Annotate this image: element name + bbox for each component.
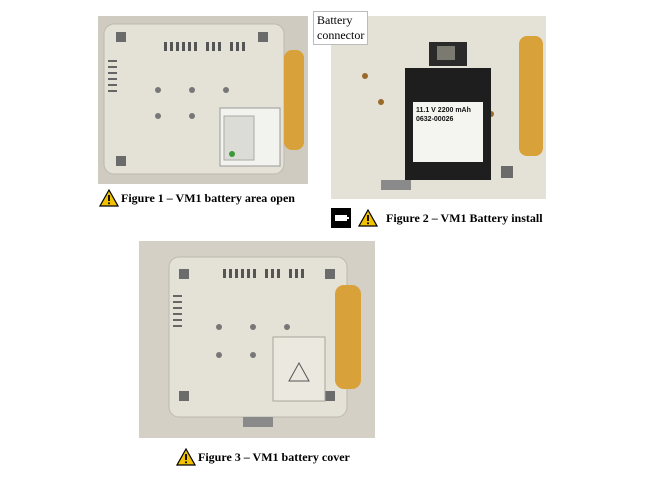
figure-3-device-illustration xyxy=(139,241,375,438)
figure-3-caption-text: Figure 3 – VM1 battery cover xyxy=(198,449,350,464)
figure-2-device-illustration xyxy=(331,16,546,199)
callout-line-1: Battery xyxy=(317,13,353,27)
figure-3-photo xyxy=(139,241,375,438)
figure-1-device-illustration xyxy=(98,16,308,184)
battery-label-line-1: 11.1 V 2200 mAh xyxy=(416,107,471,114)
battery-label-text: 11.1 V 2200 mAh 0632-00026 xyxy=(416,106,471,124)
figure-3-caption: Figure 3 – VM1 battery cover xyxy=(176,448,350,466)
figure-2-caption: Figure 2 – VM1 Battery install xyxy=(330,207,543,229)
figure-1-photo xyxy=(98,16,308,184)
figure-2-caption-text: Figure 2 – VM1 Battery install xyxy=(386,210,543,225)
battery-instructions-icon xyxy=(331,208,351,228)
battery-label-line-2: 0632-00026 xyxy=(416,116,454,123)
figure-2-photo xyxy=(331,16,546,199)
warning-triangle-icon xyxy=(99,189,119,207)
battery-connector-callout: Battery connector xyxy=(313,11,369,45)
warning-triangle-icon xyxy=(176,448,196,466)
figure-1-caption: Figure 1 – VM1 battery area open xyxy=(99,189,295,207)
callout-line-2: connector xyxy=(317,28,365,42)
warning-triangle-icon xyxy=(358,209,378,227)
figure-1-caption-text: Figure 1 – VM1 battery area open xyxy=(121,190,295,205)
